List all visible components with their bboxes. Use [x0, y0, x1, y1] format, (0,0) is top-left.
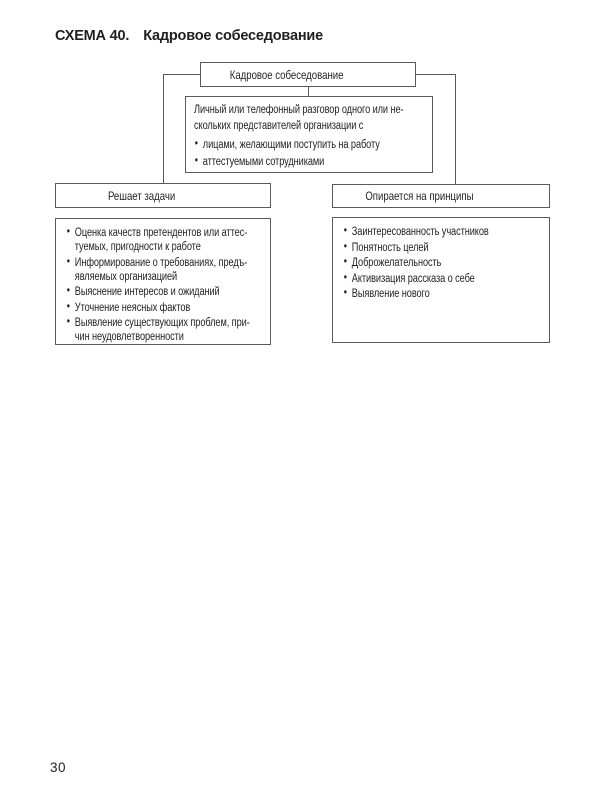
- list-item: Доброжелательность: [343, 255, 544, 270]
- list-item: Выявление нового: [343, 286, 544, 301]
- page-title: СХЕМА 40. Кадровое собеседование: [55, 28, 323, 44]
- principle-item-text: Понятность целей: [351, 241, 429, 254]
- principle-item-text: Заинтересованность участников: [351, 226, 489, 238]
- principles-header-label: Опирается на принципы: [365, 189, 474, 203]
- principle-item-text: Выявление нового: [351, 288, 430, 300]
- connector-left-vertical: [163, 74, 164, 184]
- page-number: 30: [50, 760, 67, 775]
- task-item-text: Уточнение неясных фактов: [74, 301, 191, 314]
- task-item-text: Информирование о требованиях, предъ- явл…: [74, 256, 248, 283]
- schema-title: Кадровое собеседование: [143, 28, 323, 44]
- principles-header-box: Опирается на принципы: [332, 184, 550, 208]
- root-box: Кадровое собеседование: [200, 62, 416, 87]
- task-item-text: Выявление существующих проблем, при- чин…: [74, 317, 250, 343]
- tasks-header-box: Решает задачи: [55, 183, 271, 208]
- list-item: Выяснение интересов и ожиданий: [66, 284, 265, 299]
- list-item: лицами, желающими поступить на работу: [194, 137, 424, 154]
- list-item: аттестуемыми сотрудниками: [194, 154, 424, 171]
- tasks-header-label: Решает задачи: [107, 188, 176, 203]
- connector-right-vertical: [455, 74, 456, 185]
- list-item: Активизация рассказа о себе: [343, 271, 544, 286]
- definition-bullet-list: лицами, желающими поступить на работу ат…: [194, 137, 424, 171]
- principles-list-box: Заинтересованность участников Понятность…: [332, 217, 550, 343]
- connector-root-to-definition: [308, 86, 309, 97]
- list-item: Выявление существующих проблем, при- чин…: [66, 315, 265, 344]
- definition-bullet-text: аттестуемыми сотрудниками: [202, 156, 325, 168]
- task-item-text: Выяснение интересов и ожиданий: [74, 286, 220, 298]
- definition-intro: Личный или телефонный разговор одного ил…: [194, 104, 404, 132]
- connector-top-right-horizontal: [416, 74, 456, 75]
- schema-number: СХЕМА 40.: [55, 28, 130, 44]
- definition-bullet-text: лицами, желающими поступить на работу: [202, 139, 380, 151]
- principle-item-text: Активизация рассказа о себе: [351, 272, 475, 285]
- list-item: Уточнение неясных фактов: [66, 300, 265, 315]
- definition-box: Личный или телефонный разговор одного ил…: [185, 96, 433, 173]
- task-item-text: Оценка качеств претендентов или аттес- т…: [74, 227, 248, 253]
- list-item: Понятность целей: [343, 240, 544, 255]
- principle-item-text: Доброжелательность: [351, 257, 442, 269]
- list-item: Информирование о требованиях, предъ- явл…: [66, 255, 265, 284]
- tasks-list-box: Оценка качеств претендентов или аттес- т…: [55, 218, 271, 345]
- connector-top-left-horizontal: [163, 74, 201, 75]
- list-item: Заинтересованность участников: [343, 224, 544, 239]
- root-box-label: Кадровое собеседование: [229, 67, 344, 82]
- list-item: Оценка качеств претендентов или аттес- т…: [66, 225, 265, 254]
